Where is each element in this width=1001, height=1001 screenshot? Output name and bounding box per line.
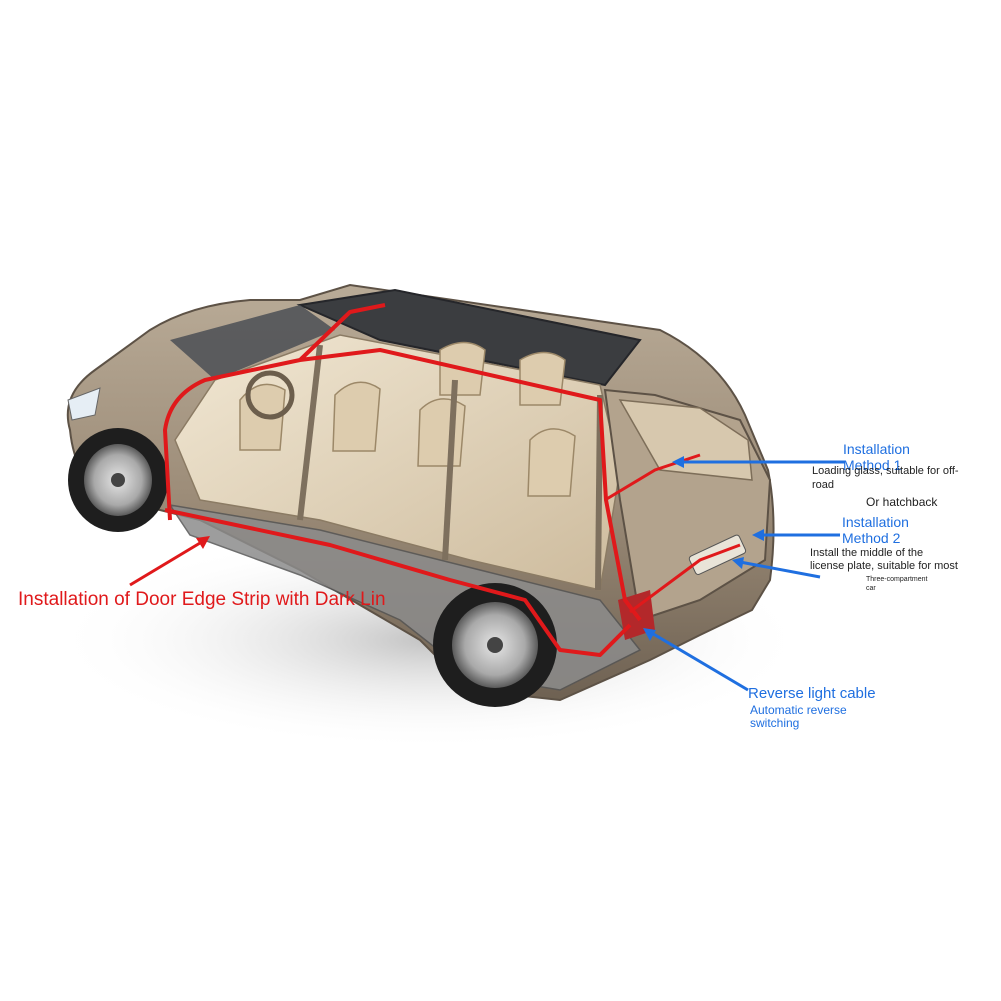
door-edge-label: Installation of Door Edge Strip with Dar…	[18, 589, 386, 610]
tailgate-wire	[604, 453, 741, 614]
method1-arrow	[672, 456, 845, 468]
method1-desc-line2: road	[812, 479, 835, 491]
hatchback-label: Or hatchback	[866, 495, 938, 509]
rear-window	[618, 399, 753, 481]
headlight	[67, 387, 101, 421]
method1-title-line2: Method 1	[843, 457, 902, 473]
reverse-light-desc-line1: Automatic reverse	[750, 703, 847, 717]
method2-desc-line1: Install the middle of the	[810, 547, 924, 559]
front-wheel	[68, 428, 168, 532]
reverse-light-arrow	[643, 628, 749, 692]
door-edge-wire	[163, 303, 642, 657]
method1-title-line1: Installation	[843, 441, 910, 457]
method2-title-line2: Method 2	[842, 530, 901, 546]
rear-wheel	[433, 583, 557, 707]
three-compartment-line1: Three-compartment	[866, 576, 928, 583]
method2-desc-line2: license plate, suitable for most	[810, 560, 958, 572]
method2-title-line1: Installation	[842, 514, 909, 530]
method1-desc-line1: Loading glass, suitable for off-	[812, 465, 959, 477]
door-edge-arrow	[129, 536, 210, 587]
reverse-light-desc-line2: switching	[750, 716, 800, 730]
steering-wheel	[245, 370, 295, 420]
reverse-light-title: Reverse light cable	[748, 685, 876, 702]
three-compartment-line2: car	[866, 585, 876, 592]
method2-arrows	[732, 529, 840, 579]
windshield	[170, 305, 335, 380]
